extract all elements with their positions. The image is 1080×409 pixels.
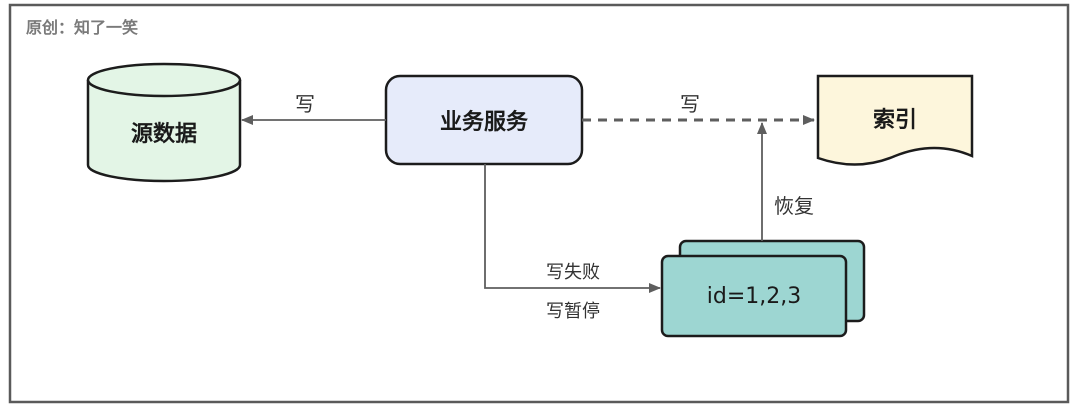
edge-label-write-paused: 写暂停 xyxy=(546,301,600,322)
service-label: 业务服务 xyxy=(439,110,528,135)
index-doc-shape xyxy=(816,74,974,166)
index-label: 索引 xyxy=(872,108,917,133)
edge-label-recover: 恢复 xyxy=(774,194,814,218)
edge-label-write-index: 写 xyxy=(680,92,700,116)
edge-label-write-failed: 写失败 xyxy=(546,262,600,283)
watermark-text: 原创：知了一笑 xyxy=(26,18,139,37)
queue-label: id=1,2,3 xyxy=(706,283,802,309)
source-db-shape xyxy=(86,62,242,183)
outer-frame xyxy=(8,3,1070,404)
edge-label-write-source: 写 xyxy=(295,92,315,116)
source-db-label: 源数据 xyxy=(130,122,197,147)
queue-card-front xyxy=(660,254,848,338)
edge-service-to-queue xyxy=(484,164,661,293)
